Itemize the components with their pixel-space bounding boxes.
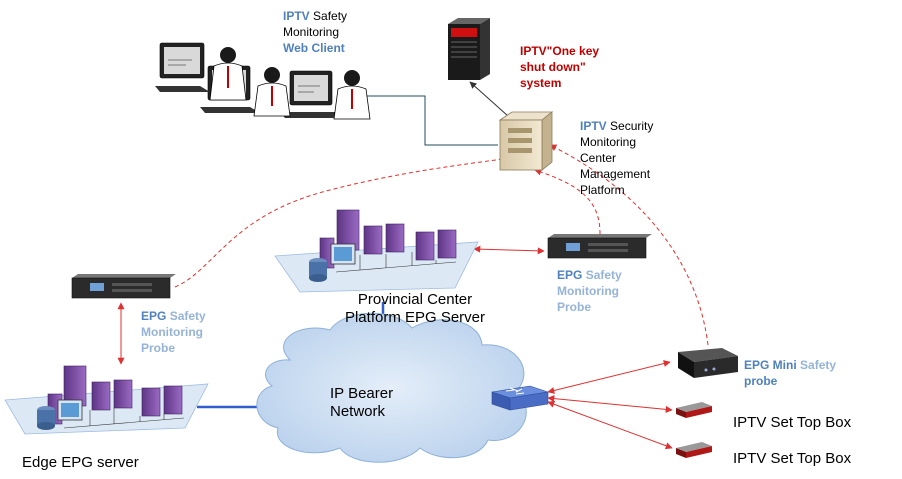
switch-stb1-link xyxy=(547,395,673,413)
left-probe-link xyxy=(174,155,511,288)
shutdown-line1: IPTV"One key xyxy=(520,44,600,58)
mini-probe-label: EPG Mini Safety probe xyxy=(744,357,884,389)
right-probe-line3: Probe xyxy=(557,300,592,314)
network-line1: IP Bearer xyxy=(330,385,394,402)
server-cluster-icon xyxy=(37,365,185,430)
edge-cluster xyxy=(4,365,209,435)
management-server-icon xyxy=(498,111,554,171)
provincial-probe-link xyxy=(473,245,545,255)
switch-mini-link xyxy=(547,360,671,394)
stb-label-1-text: IPTV Set Top Box xyxy=(733,414,852,431)
set-top-box-icon xyxy=(676,402,712,418)
links xyxy=(117,81,709,450)
right-probe-line2: Monitoring xyxy=(557,284,619,298)
network-label: IP Bearer Network xyxy=(330,385,440,421)
right-probe-line1: Safety xyxy=(585,268,622,282)
edge-label-text: Edge EPG server xyxy=(22,454,139,471)
switch-stb2-link xyxy=(547,400,673,450)
center-platform-line3: Center xyxy=(580,151,617,165)
rack-probe-icon xyxy=(547,234,652,259)
switch-icon xyxy=(491,385,549,411)
provincial-line2: Platform EPG Server xyxy=(344,309,486,326)
provincial-line1: Provincial Center xyxy=(357,291,473,308)
mini-probe-line2: probe xyxy=(744,374,778,388)
mini-probe-link xyxy=(549,144,709,346)
center-platform-brand: IPTV xyxy=(580,119,607,133)
web-client-line3: Web Client xyxy=(283,41,345,55)
right-probe-link xyxy=(534,168,601,235)
center-platform-line5: Platform xyxy=(580,183,625,197)
stb-label-1: IPTV Set Top Box xyxy=(733,414,893,432)
server-cluster-icon xyxy=(309,209,457,282)
web-client-brand: IPTV xyxy=(283,9,310,23)
stb-label-2-text: IPTV Set Top Box xyxy=(733,450,852,467)
operators-workstations-icon xyxy=(155,42,371,120)
cloud-icon xyxy=(256,312,527,463)
webclient-link xyxy=(350,95,498,146)
set-top-box-icon xyxy=(676,442,712,458)
right-probe-label: EPG Safety Monitoring Probe xyxy=(557,267,657,315)
web-client-line1: Safety xyxy=(313,9,348,23)
center-platform-label: IPTV Security Monitoring Center Manageme… xyxy=(580,118,690,198)
center-platform-line2: Monitoring xyxy=(580,135,637,149)
center-platform-line4: Management xyxy=(580,167,651,181)
stb-label-2: IPTV Set Top Box xyxy=(733,450,893,468)
provincial-label: Provincial Center Platform EPG Server xyxy=(315,291,515,327)
web-client-line2: Monitoring xyxy=(283,25,340,39)
mini-probe-line1: Safety xyxy=(800,358,837,372)
web-client-label: IPTV Safety Monitoring Web Client xyxy=(283,8,393,56)
tower-server-icon xyxy=(448,18,490,80)
left-probe-line3: Probe xyxy=(141,341,176,355)
left-probe-brand: EPG xyxy=(141,309,167,323)
left-probe-label: EPG Safety Monitoring Probe xyxy=(141,308,241,356)
rack-probe-icon xyxy=(71,274,176,299)
edge-label: Edge EPG server xyxy=(22,454,222,472)
provincial-cluster xyxy=(274,209,479,293)
shutdown-label: IPTV"One key shut down" system xyxy=(520,43,640,91)
network-line2: Network xyxy=(330,403,386,420)
left-probe-line1: Safety xyxy=(169,309,206,323)
shutdown-line2: shut down" xyxy=(520,60,586,74)
left-probe-line2: Monitoring xyxy=(141,325,203,339)
shutdown-line3: system xyxy=(520,76,562,90)
mini-probe-icon xyxy=(678,348,738,378)
mini-probe-brand: EPG Mini xyxy=(744,358,797,372)
right-probe-brand: EPG xyxy=(557,268,583,282)
shutdown-link xyxy=(469,81,509,117)
center-platform-line1: Security xyxy=(610,119,654,133)
